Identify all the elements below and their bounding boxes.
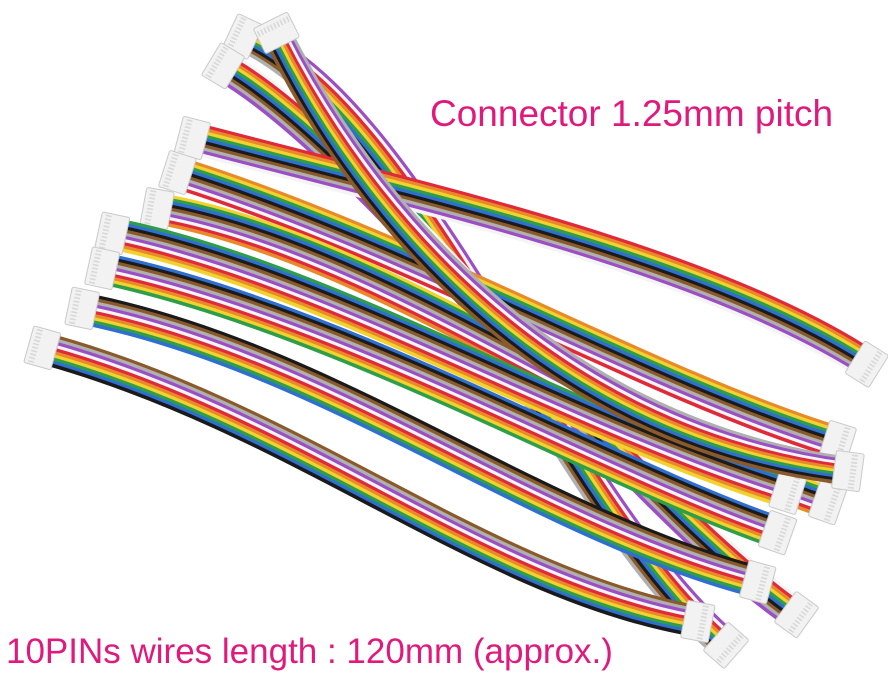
wire-strand: [83, 318, 748, 593]
wire-strand: [182, 174, 832, 444]
wire-strand: [119, 228, 784, 488]
wire-strand: [116, 237, 781, 497]
wire-strand: [48, 346, 693, 621]
wire-strand: [43, 358, 688, 633]
wire-strand: [91, 300, 755, 575]
wire-strand: [196, 142, 861, 367]
caption-connector-pitch: Connector 1.25mm pitch: [430, 93, 834, 134]
connector-housing: [253, 12, 300, 54]
wire-strand: [271, 47, 835, 481]
wire-strand: [52, 337, 697, 612]
wire-strand: [113, 254, 778, 519]
connector-housing: [23, 325, 61, 370]
wire-strand: [194, 148, 859, 373]
wire-strand: [188, 159, 838, 429]
connector-housing: [201, 42, 245, 90]
connector-housing: [845, 340, 888, 388]
wire-strand: [47, 349, 692, 624]
connector-housing: [808, 480, 847, 526]
connector-housing: [758, 510, 798, 556]
wire-strand: [279, 36, 843, 471]
wire-strand: [117, 234, 782, 494]
connector-housing: [158, 150, 197, 195]
wire-strand: [281, 34, 845, 468]
connector-housing: [64, 286, 100, 330]
wire-strand: [111, 260, 775, 525]
wire-strand: [198, 136, 863, 361]
ribbon-cable: [193, 124, 867, 376]
wire-strand: [285, 29, 849, 463]
wire-strand: [86, 312, 750, 587]
wire-strand: [283, 31, 847, 466]
wire-strand: [185, 168, 834, 438]
wire-strand: [121, 225, 785, 485]
connector-housing: [139, 187, 175, 230]
wire-strand: [199, 133, 864, 358]
wire-strand: [277, 39, 841, 474]
wire-strand: [93, 294, 758, 569]
wire-strand: [42, 361, 687, 636]
wire-strand: [186, 165, 835, 435]
wire-strand: [102, 281, 767, 546]
ribbon-cable: [102, 254, 778, 546]
wire-strand: [105, 275, 769, 540]
wire-strand: [90, 303, 754, 578]
connector-housing: [831, 450, 865, 492]
wire-strand: [50, 343, 694, 618]
wire-strand: [51, 340, 695, 615]
wire-strand: [183, 171, 833, 441]
connector-housing: [774, 591, 819, 638]
wire-strand: [53, 334, 698, 609]
caption-wire-length: 10PINs wires length : 120mm (approx.): [6, 632, 613, 671]
wire-strand: [275, 42, 839, 476]
wire-strand: [88, 306, 753, 581]
wire-strand: [273, 44, 837, 479]
ribbon-cable: [113, 219, 787, 506]
connector-housing: [768, 470, 807, 515]
wire-strand: [106, 272, 771, 537]
connector-housing: [739, 560, 777, 605]
wire-strand: [286, 26, 851, 461]
wire-strand: [87, 309, 752, 584]
connector-housing: [703, 622, 749, 669]
wire-strand: [197, 139, 862, 364]
ribbon-cable: [82, 294, 758, 596]
wire-strand: [202, 124, 867, 349]
wire-strand: [92, 297, 757, 572]
wire-strand: [107, 269, 772, 534]
wire-strand: [85, 315, 749, 590]
wire-strand: [115, 240, 779, 500]
wire-strand: [104, 278, 768, 543]
wire-strand: [200, 130, 865, 355]
wire-strand: [112, 257, 776, 522]
wire-strand: [269, 49, 834, 484]
wire-strand: [193, 151, 858, 376]
wire-strand: [82, 321, 747, 596]
wire-strand: [195, 145, 860, 370]
ribbon-cable: [42, 334, 698, 636]
wire-strand: [108, 266, 773, 531]
wire-strand: [45, 355, 689, 630]
wire-strand: [201, 127, 866, 352]
connector-housing: [84, 246, 121, 290]
wire-strand: [113, 246, 777, 506]
wire-strand: [46, 352, 690, 627]
wire-strand: [114, 243, 778, 503]
wire-strand: [118, 231, 783, 491]
connector-housing: [680, 600, 716, 643]
wire-strand: [187, 162, 837, 432]
ribbon-cable: [269, 26, 851, 484]
wire-strand: [109, 263, 774, 528]
